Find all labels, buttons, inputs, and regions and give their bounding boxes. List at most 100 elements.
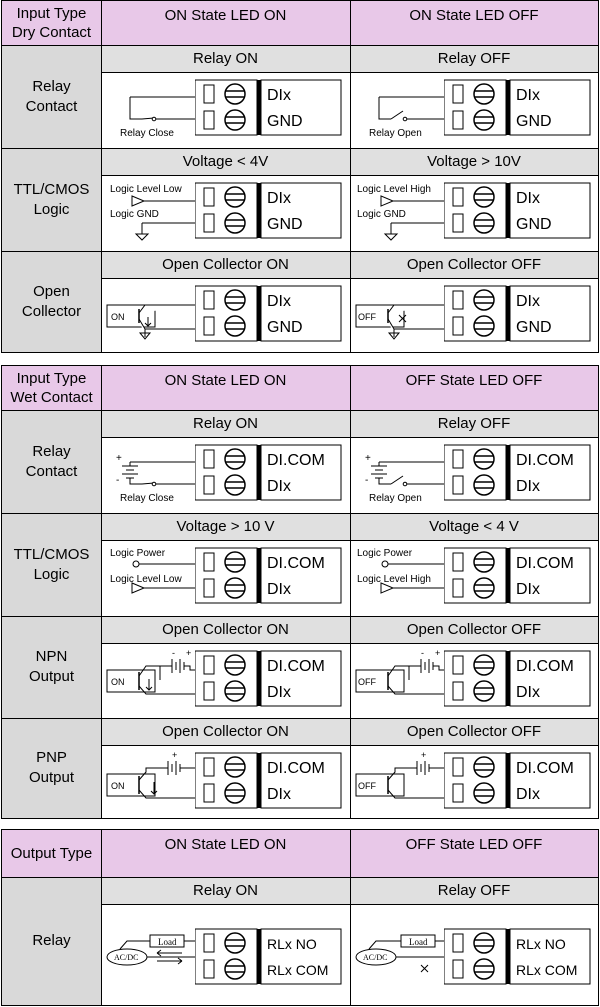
row-label: Relay [32, 932, 71, 949]
wet-type-header: Input Type Wet Contact [2, 366, 101, 410]
screw-icon [224, 448, 246, 470]
dry-row-ttl-label: TTL/CMOS Logic [2, 148, 101, 251]
row-label: Open Collector [21, 282, 82, 320]
out-on-header: ON State LED ON [101, 830, 350, 877]
terminal-label: GND [516, 113, 552, 130]
terminal-label: DIx [516, 478, 540, 495]
row-label: Relay Contact [25, 77, 78, 115]
out-relay-off-diagram: AC/DC Load [355, 934, 446, 973]
dry-oc-on-diagram: ON [106, 304, 197, 340]
terminal-label: RLx NO [267, 936, 317, 952]
out-off-header: OFF State LED OFF [350, 830, 598, 877]
wet-pnp-on-diagram: ON + [106, 750, 197, 799]
oc-box-label: OFF [358, 677, 376, 687]
signal-label: Logic Level Low [110, 574, 182, 585]
screw-icon [224, 932, 246, 954]
screw-icon [473, 551, 495, 573]
screw-icon [473, 654, 495, 676]
terminal-label: DI.COM [267, 452, 325, 469]
terminal-label: DIx [516, 87, 540, 104]
out-type-header: Output Type [2, 830, 101, 877]
wet-npn-on-diagram: ON - + [106, 648, 197, 695]
terminal-label: GND [267, 216, 303, 233]
plus-sign: + [421, 750, 426, 760]
source-label: AC/DC [114, 953, 138, 962]
terminal-label: DI.COM [516, 658, 574, 675]
load-label: Load [158, 937, 177, 947]
terminal-block: DI.COM DIx [195, 444, 342, 501]
screw-icon [224, 109, 246, 131]
wet-ttl-on-title: Voltage > 10 V [101, 513, 350, 540]
terminal-label: DIx [516, 293, 540, 310]
screw-icon [473, 448, 495, 470]
dry-ttl-on-diagram: Logic Level Low Logic GND [110, 184, 197, 241]
dry-oc-off-title: Open Collector OFF [350, 251, 598, 278]
terminal-block: DI.COM DIx [444, 650, 591, 707]
dry-ttl-off-title: Voltage > 10V [350, 148, 598, 175]
wet-contact-table: Input Type Wet Contact ON State LED ON O… [1, 365, 599, 819]
screw-icon [473, 315, 495, 337]
screw-icon [473, 186, 495, 208]
terminal-label: RLx NO [516, 936, 566, 952]
wet-row-ttl-label: TTL/CMOS Logic [2, 513, 101, 616]
minus-sign: - [116, 475, 119, 486]
wet-row-pnp-label: PNP Output [2, 718, 101, 818]
source-label: AC/DC [363, 953, 387, 962]
wet-relay-on-title: Relay ON [101, 410, 350, 437]
out-relay-off-title: Relay OFF [350, 877, 598, 904]
wet-row-relay-label: Relay Contact [2, 410, 101, 513]
dry-relay-on-diagram: Relay Close [120, 96, 197, 139]
terminal-label: DI.COM [267, 555, 325, 572]
terminal-label: DI.COM [267, 760, 325, 777]
oc-box-label: OFF [358, 781, 376, 791]
oc-box-label: OFF [358, 312, 376, 322]
oc-box-label: ON [111, 677, 125, 687]
wet-npn-off-diagram: OFF - + [355, 648, 446, 695]
terminal-label: DIx [267, 293, 291, 310]
terminal-label: GND [516, 216, 552, 233]
screw-icon [224, 782, 246, 804]
terminal-label: DIx [267, 87, 291, 104]
screw-icon [224, 654, 246, 676]
terminal-label: DIx [516, 581, 540, 598]
row-label: NPN Output [28, 648, 75, 685]
wet-row-npn-label: NPN Output [2, 616, 101, 718]
terminal-label: DIx [267, 190, 291, 207]
terminal-label: RLx COM [516, 962, 577, 978]
wet-ttl-on-diagram: Logic Power Logic Level Low [110, 548, 197, 594]
minus-sign: - [172, 648, 175, 658]
relay-caption: Relay Open [369, 493, 422, 504]
wet-relay-on-diagram: + - Relay Close [116, 453, 197, 504]
terminal-label: DIx [267, 478, 291, 495]
signal-label: Logic Level High [357, 184, 431, 195]
signal-label: Logic Power [110, 548, 166, 559]
screw-icon [473, 289, 495, 311]
screw-icon [224, 186, 246, 208]
signal-label: Logic Level High [357, 574, 431, 585]
screw-icon [224, 83, 246, 105]
screw-icon [224, 315, 246, 337]
plus-sign: + [116, 453, 122, 464]
dry-off-header: ON State LED OFF [350, 1, 598, 45]
terminal-label: DIx [267, 684, 291, 701]
terminal-label: GND [267, 319, 303, 336]
wet-relay-off-diagram: + - Relay Open [365, 453, 446, 504]
terminal-label: DIx [516, 684, 540, 701]
row-label: TTL/CMOS Logic [13, 180, 90, 218]
dry-ttl-on-title: Voltage < 4V [101, 148, 350, 175]
wet-on-header: ON State LED ON [101, 366, 350, 410]
screw-icon [473, 109, 495, 131]
screw-icon [473, 212, 495, 234]
wet-npn-on-title: Open Collector ON [101, 616, 350, 643]
dry-row-oc-label: Open Collector [2, 251, 101, 352]
screw-icon [473, 756, 495, 778]
terminal-label: DIx [516, 190, 540, 207]
plus-sign: + [172, 750, 177, 760]
wet-ttl-off-diagram: Logic Power Logic Level High [357, 548, 446, 594]
